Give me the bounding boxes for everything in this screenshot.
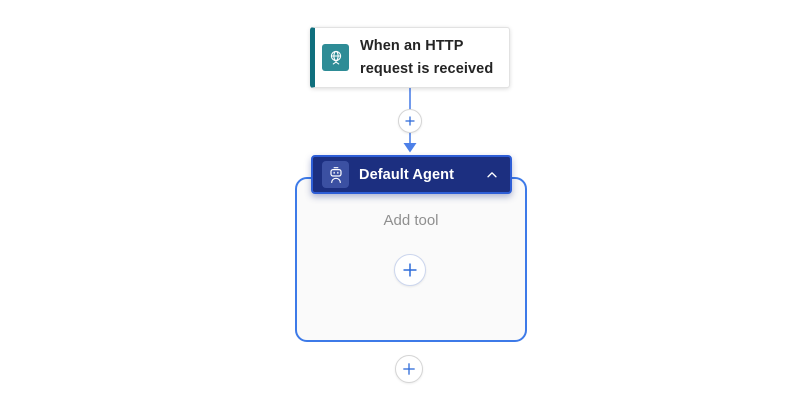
insert-step-below-button[interactable] (395, 355, 423, 383)
http-request-icon (322, 44, 349, 71)
insert-step-button[interactable] (398, 109, 422, 133)
plus-icon (403, 363, 415, 375)
agent-title: Default Agent (359, 166, 455, 183)
add-tool-button[interactable] (394, 254, 426, 286)
add-tool-placeholder: Add tool (383, 212, 439, 229)
plus-icon (403, 263, 417, 277)
agent-robot-icon (322, 161, 349, 188)
trigger-title: When an HTTP request is received (360, 37, 494, 77)
plus-icon (405, 116, 415, 126)
agent-card-default-agent[interactable]: Default Agent (311, 155, 512, 194)
trigger-card-http-request[interactable]: When an HTTP request is received (310, 27, 510, 88)
chevron-up-icon[interactable] (483, 166, 501, 184)
